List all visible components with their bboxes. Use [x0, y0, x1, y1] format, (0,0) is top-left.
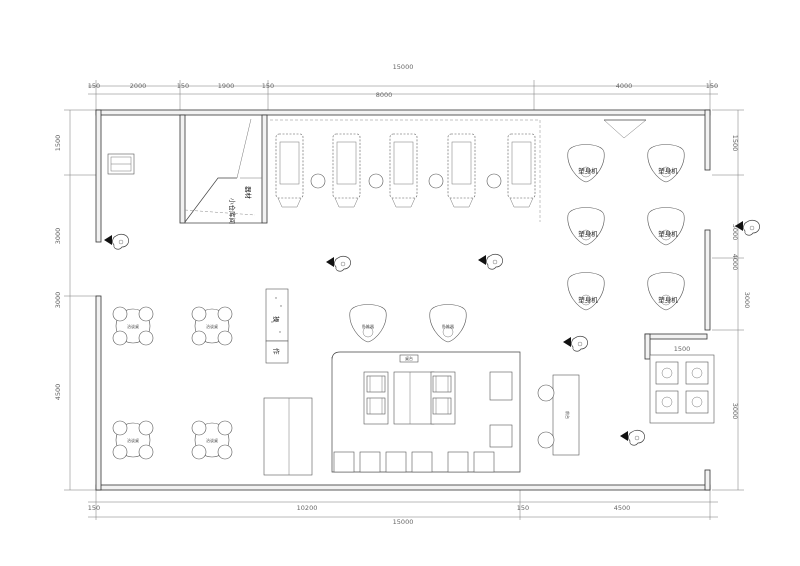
- bottom-dimension-line: 150 10200 150 4500 15000: [88, 490, 718, 526]
- dim-top-6: 4000: [616, 82, 633, 90]
- dim-left-3: 3000: [54, 292, 62, 309]
- camera-icon: [477, 253, 503, 270]
- dim-small-room: 1500: [674, 345, 691, 353]
- top-dimension-line: 15000 150 2000 150 1900 150 4000 150 800…: [88, 63, 718, 110]
- label-shaping-6: 塑身机: [658, 295, 678, 304]
- dim-top-inner: 8000: [376, 91, 393, 99]
- right-dimension-line: 1500 3000 4000 3000 3000: [712, 109, 751, 491]
- dim-top-1: 150: [88, 82, 100, 90]
- label-shaping-2: 塑身机: [658, 166, 678, 175]
- label-shaping-5: 塑身机: [578, 295, 598, 304]
- shaping-machine-2: [647, 144, 685, 183]
- label-front-desk: 前台: [565, 411, 571, 419]
- outer-walls: [95, 109, 711, 491]
- label-shaping-4: 塑身机: [658, 229, 678, 238]
- wardrobe: [263, 397, 313, 476]
- dim-top-2: 2000: [130, 82, 147, 90]
- label-table-1: 洽谈桌: [127, 323, 139, 329]
- storage-room: 器材 小仓库间: [179, 114, 268, 224]
- treadmill-5: [507, 133, 536, 208]
- operation-counter: 操 作: [265, 288, 289, 364]
- camera-icon: [325, 255, 351, 272]
- bench-area: 卧推器 卧推器: [349, 304, 467, 343]
- dim-top-7: 150: [706, 82, 718, 90]
- dim-bottom-3: 150: [517, 504, 529, 512]
- label-counter: 操: [272, 316, 281, 323]
- left-dimension-line: 1500 3000 3000 4500: [54, 109, 100, 491]
- seat-3: [432, 375, 452, 393]
- camera-icon: [619, 429, 645, 446]
- dim-left-2: 3000: [54, 228, 62, 245]
- label-bench-2: 卧推器: [442, 323, 454, 329]
- shaping-machine-5: [567, 272, 605, 311]
- label-table-3: 洽谈桌: [127, 437, 139, 443]
- storage-box: [107, 153, 135, 175]
- seat-2: [366, 397, 386, 415]
- label-shaping-1: 塑身机: [578, 166, 598, 175]
- label-storage-room: 小仓库间: [228, 198, 237, 224]
- shaping-machine-3: [567, 207, 605, 246]
- seat-1: [366, 375, 386, 393]
- round-table-area: 洽谈桌 洽谈桌 洽谈桌 洽谈桌: [112, 306, 233, 460]
- label-shaping-3: 塑身机: [578, 229, 598, 238]
- front-desk: 前台: [537, 374, 580, 456]
- dim-bottom-total: 15000: [393, 518, 414, 526]
- seat-4: [432, 397, 452, 415]
- shaping-machine-area: 塑身机 塑身机 塑身机 塑身机 塑身机 塑身机: [567, 119, 685, 311]
- label-table-head: 桌台: [405, 355, 413, 361]
- label-equipment: 器材: [244, 186, 253, 200]
- dim-bottom-1: 150: [88, 504, 100, 512]
- treadmill-row: [270, 119, 541, 222]
- camera-icon: [562, 335, 588, 352]
- label-table-2: 洽谈桌: [206, 323, 218, 329]
- dim-bottom-4: 4500: [614, 504, 631, 512]
- treadmill-4: [447, 133, 476, 208]
- dim-right-1: 1500: [731, 135, 739, 152]
- central-equipment-area: 桌台: [331, 351, 521, 473]
- dim-top-3: 150: [177, 82, 189, 90]
- dim-right-2: 3000: [731, 224, 739, 241]
- treadmill-2: [332, 133, 361, 208]
- dim-top-5: 150: [262, 82, 274, 90]
- dim-top-4: 1900: [218, 82, 235, 90]
- treadmill-1: [275, 133, 304, 208]
- dim-bottom-2: 10200: [297, 504, 318, 512]
- shaping-machine-6: [647, 272, 685, 311]
- camera-icon: [103, 233, 129, 250]
- label-table-4: 洽谈桌: [206, 437, 218, 443]
- small-room: 1500: [644, 333, 715, 424]
- label-counter-2: 作: [272, 348, 281, 355]
- dim-left-4: 4500: [54, 384, 62, 401]
- dim-right-4: 3000: [743, 292, 751, 309]
- label-bench-1: 卧推器: [362, 323, 374, 329]
- dim-left-1: 1500: [54, 135, 62, 152]
- shaping-machine-1: [567, 144, 605, 183]
- shaping-machine-4: [647, 207, 685, 246]
- dim-top-total: 15000: [393, 63, 414, 71]
- treadmill-3: [389, 133, 418, 208]
- dim-right-5: 3000: [731, 403, 739, 420]
- dim-right-3: 4000: [731, 254, 739, 271]
